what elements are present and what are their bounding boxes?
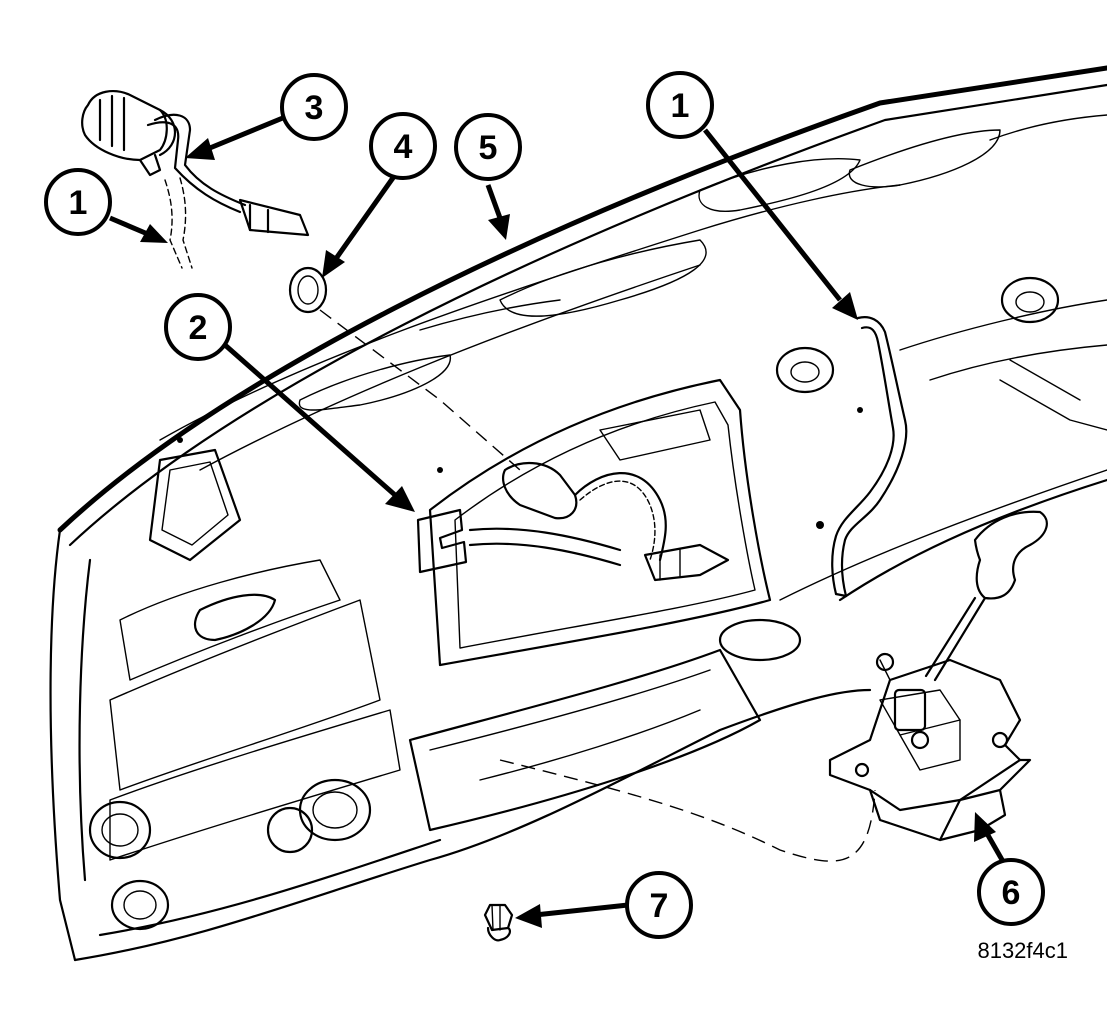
callout-leaders [109,112,1008,928]
svg-text:5: 5 [479,129,498,167]
cylinder-cable [146,113,310,237]
emergency-release-handle [924,510,1048,682]
svg-text:7: 7 [650,887,669,925]
latch-rod-dashed [164,177,193,269]
svg-text:2: 2 [189,309,208,347]
callout-3: 3 [280,73,348,141]
svg-text:1: 1 [671,87,690,125]
callout-1-right: 1 [646,71,714,139]
figure-id: 8132f4c1 [977,938,1068,963]
deck-lid-panel [49,65,1107,962]
svg-text:3: 3 [305,89,324,127]
svg-text:4: 4 [394,128,413,166]
latch-center-line [499,759,876,862]
latch-assembly [828,652,1032,842]
release-cable-assembly [468,461,730,582]
svg-text:6: 6 [1002,874,1021,912]
cylinder-center-line [319,309,521,471]
callout-4: 4 [369,112,437,180]
callout-7: 7 [625,871,693,939]
lock-cylinder [81,90,176,177]
latch-rod [831,316,908,598]
grommet [288,266,328,314]
retaining-clip [416,508,468,574]
callout-1-left: 1 [44,168,112,236]
callout-6: 6 [977,858,1045,926]
callout-5: 5 [454,113,522,181]
callout-2: 2 [164,293,232,361]
svg-text:1: 1 [69,184,88,222]
latch-bolt [483,903,514,942]
